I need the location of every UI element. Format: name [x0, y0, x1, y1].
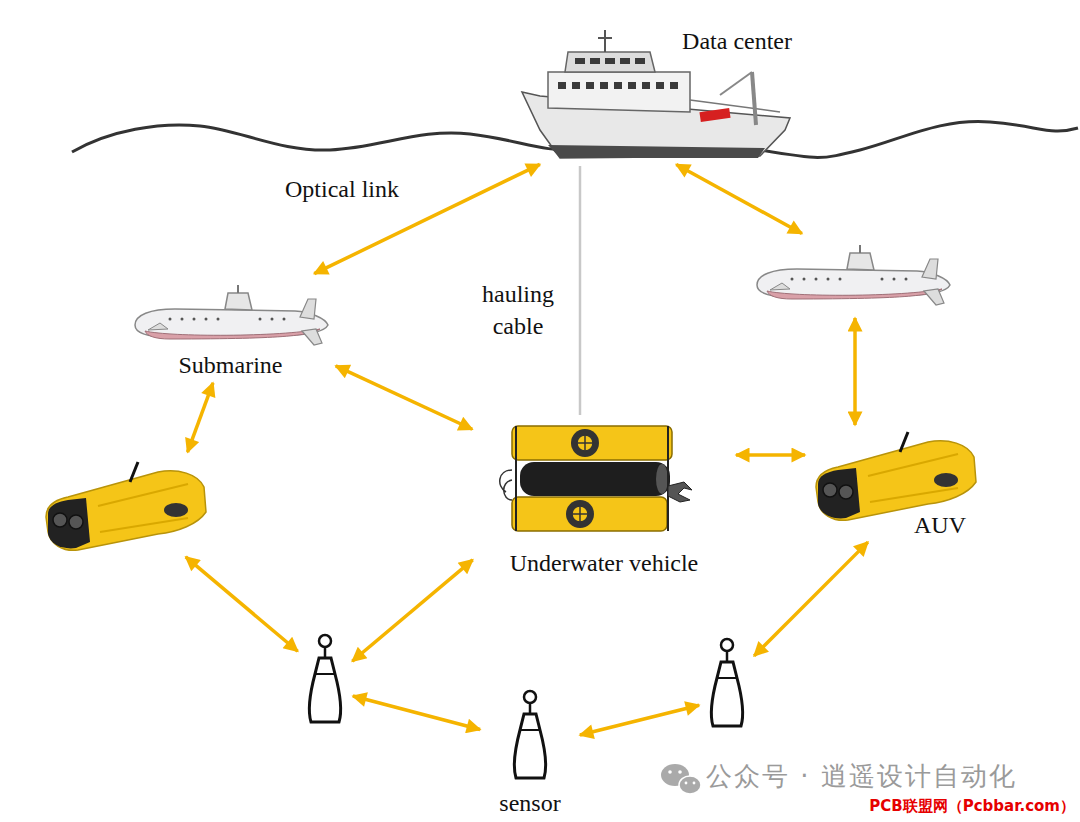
- optical-link-arrow: [580, 705, 699, 735]
- rov-figure: [500, 426, 692, 531]
- node-label: AUV: [914, 512, 966, 540]
- ship-figure: [590, 58, 600, 64]
- sensor-figure: [711, 639, 742, 726]
- rov-figure: [571, 429, 599, 457]
- sensor-node: [300, 632, 350, 728]
- ship-figure: [565, 52, 655, 72]
- rov-figure: [512, 426, 672, 460]
- optical-link-arrow: [754, 542, 868, 656]
- wechat-icon: [661, 764, 701, 794]
- submarine-figure: [757, 245, 950, 305]
- optical-link-arrow: [853, 318, 857, 425]
- sensor-node: sensor: [483, 685, 577, 818]
- data-center-ship: Data center: [510, 28, 800, 163]
- rov-figure: [579, 506, 581, 522]
- link-label: Optical link: [285, 176, 399, 202]
- wechat-icon: [685, 782, 688, 785]
- submarine-node: Submarine: [128, 275, 333, 380]
- ship-figure: [575, 58, 585, 64]
- ship-figure: [614, 82, 622, 89]
- optical-link-arrow: [186, 557, 298, 651]
- rov-figure: [577, 435, 593, 451]
- wechat-icon: [661, 764, 689, 786]
- auv-node: AUV: [808, 428, 978, 540]
- submarine-node: [748, 235, 958, 315]
- ship-figure: [575, 58, 645, 64]
- ship-figure: [699, 108, 730, 122]
- optical-link-arrow: [352, 560, 472, 661]
- ship-figure: [598, 37, 612, 39]
- ship-figure: [604, 30, 606, 52]
- node-label: Data center: [682, 28, 792, 56]
- ship-figure: [548, 145, 765, 158]
- node-label: Submarine: [179, 352, 283, 380]
- rov-figure: [515, 426, 517, 531]
- ship-figure: [635, 58, 645, 64]
- wechat-icon: [693, 782, 696, 785]
- wechat-icon: [679, 776, 701, 794]
- rov-figure: [656, 464, 668, 494]
- ship-figure: [586, 82, 594, 89]
- sensor-figure: [309, 635, 340, 722]
- watermark-site: PCB联盟网（Pcbbar.com）: [869, 798, 1075, 815]
- ship-figure: [620, 58, 630, 64]
- ship-figure: [558, 82, 566, 89]
- auv-figure: [816, 432, 976, 520]
- submarine-figure: [135, 285, 328, 345]
- wechat-icon: [678, 770, 682, 774]
- ship-figure: [656, 82, 664, 89]
- hauling-cable: [579, 166, 582, 415]
- ship-figure: [720, 72, 752, 95]
- ship-figure: [670, 82, 678, 89]
- node-label: sensor: [499, 790, 560, 818]
- optical-link-arrow: [353, 696, 480, 729]
- ship-figure: [628, 82, 636, 89]
- node-label: Underwater vehicle: [510, 550, 699, 578]
- sensor-figure: [514, 691, 545, 778]
- rov-figure: [668, 482, 692, 502]
- watermark: 公众号 · 逍遥设计自动化: [706, 762, 1017, 791]
- auv-node: [38, 455, 208, 555]
- ship-figure: [690, 100, 780, 112]
- wechat-icon: [668, 770, 672, 774]
- cable-label: hauling cable: [468, 278, 568, 343]
- ship-figure: [642, 82, 650, 89]
- auv-figure: [46, 462, 206, 550]
- rov-figure: [566, 500, 594, 528]
- rov-figure: [500, 470, 512, 500]
- underwater-vehicle-node: Underwater vehicle: [475, 418, 733, 578]
- optical-link-arrow: [188, 383, 213, 452]
- ship-figure: [558, 82, 678, 89]
- rov-figure: [584, 435, 586, 451]
- rov-figure: [667, 426, 669, 531]
- ship-figure: [600, 82, 608, 89]
- ship-figure: [572, 82, 580, 89]
- optical-link-arrow: [336, 366, 473, 429]
- sensor-node: [702, 636, 752, 732]
- ship-figure: [548, 72, 690, 112]
- optical-link-arrow: [676, 164, 802, 233]
- ship-figure: [752, 72, 756, 125]
- optical-link-arrow: [736, 453, 805, 457]
- rov-figure: [512, 497, 667, 531]
- rov-figure: [520, 462, 670, 496]
- rov-figure: [572, 506, 588, 522]
- ship-figure: [605, 58, 615, 64]
